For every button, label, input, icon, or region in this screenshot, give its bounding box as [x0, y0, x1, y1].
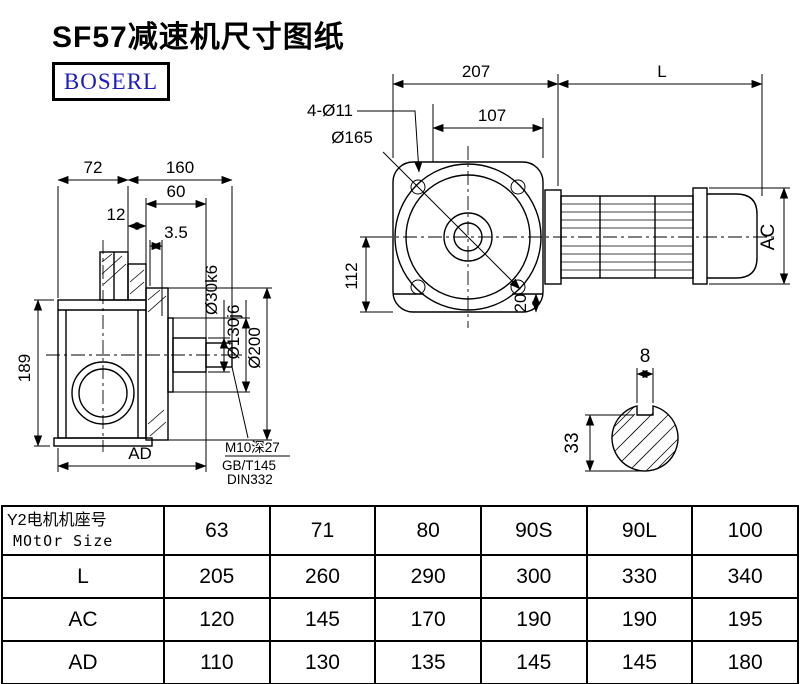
value-cell: 120 — [163, 597, 271, 642]
dim-ad-label: AD — [128, 444, 152, 463]
row-label-l: L — [1, 554, 165, 599]
dim-60-label: 60 — [167, 182, 186, 201]
motor-size-63: 63 — [163, 505, 271, 556]
table-row-l: L 205 260 290 300 330 340 — [1, 554, 799, 599]
dim-l-label: L — [657, 62, 666, 81]
tap-note-line2: GB/T145 — [222, 458, 276, 473]
table-header-row: Y2电机机座号 MOtOr Size 63 71 80 90S 90L 100 — [1, 505, 799, 556]
value-cell: 110 — [163, 640, 271, 684]
dim-107-label: 107 — [478, 106, 506, 125]
motor-size-90s: 90S — [479, 505, 588, 556]
dim-ac-label: AC — [758, 224, 779, 250]
motor-size-71: 71 — [268, 505, 377, 556]
row-label-ac: AC — [1, 597, 165, 642]
dim-8-label: 8 — [640, 346, 651, 367]
value-cell: 135 — [374, 640, 482, 684]
dim-33-label: 33 — [562, 432, 583, 453]
motor-dimension-table: Y2电机机座号 MOtOr Size 63 71 80 90S 90L 100 … — [1, 505, 799, 684]
value-cell: 260 — [268, 554, 377, 599]
dim-20-label: 20 — [511, 294, 530, 313]
dim-12-label: 12 — [107, 205, 126, 224]
side-view-drawing: 72 160 60 12 3.5 189 AD — [15, 158, 290, 487]
motor-size-label-en: MOtOr Size — [13, 532, 114, 550]
page-title: SF57减速机尺寸图纸 — [52, 21, 345, 54]
dim-207-label: 207 — [462, 62, 490, 81]
motor-size-80: 80 — [374, 505, 482, 556]
motor-size-100: 100 — [691, 505, 799, 556]
technical-drawing: 72 160 60 12 3.5 189 AD — [15, 62, 790, 487]
table-header-cell: Y2电机机座号 MOtOr Size — [1, 505, 165, 556]
brand-logo-text: BOSERL — [63, 68, 159, 94]
value-cell: 290 — [374, 554, 482, 599]
value-cell: 340 — [691, 554, 799, 599]
value-cell: 170 — [374, 597, 482, 642]
tap-note-line3: DIN332 — [227, 472, 273, 487]
value-cell: 180 — [691, 640, 799, 684]
table-row-ac: AC 120 145 170 190 190 195 — [1, 597, 799, 642]
dim-165-label: Ø165 — [331, 128, 373, 147]
shaft-section-drawing: 8 33 — [562, 346, 679, 472]
value-cell: 300 — [479, 554, 588, 599]
dim-spigot-label: Ø130j6 — [224, 305, 243, 360]
value-cell: 190 — [479, 597, 588, 642]
tap-note-line1: M10深27 — [225, 440, 280, 455]
brand-logo-box: BOSERL — [52, 62, 170, 101]
value-cell: 190 — [585, 597, 694, 642]
dim-flange-label: Ø200 — [245, 327, 264, 369]
value-cell: 130 — [268, 640, 377, 684]
value-cell: 145 — [479, 640, 588, 684]
front-view-drawing: 207 L 4-Ø11 107 Ø165 112 20 — [307, 62, 790, 328]
dim-3-5-label: 3.5 — [164, 223, 188, 242]
table-row-ad: AD 110 130 135 145 145 180 — [1, 640, 799, 684]
dim-112-label: 112 — [342, 262, 361, 289]
row-label-ad: AD — [1, 640, 165, 684]
value-cell: 145 — [268, 597, 377, 642]
motor-size-label-cn: Y2电机机座号 — [7, 512, 107, 529]
value-cell: 205 — [163, 554, 271, 599]
value-cell: 195 — [691, 597, 799, 642]
dim-189-label: 189 — [15, 354, 34, 382]
value-cell: 145 — [585, 640, 694, 684]
dim-160-label: 160 — [166, 158, 194, 177]
dim-shaft-label: Ø30k6 — [202, 265, 221, 315]
bolt-holes-label: 4-Ø11 — [307, 101, 353, 120]
dim-72-label: 72 — [84, 158, 103, 177]
motor-size-90l: 90L — [585, 505, 694, 556]
value-cell: 330 — [585, 554, 694, 599]
